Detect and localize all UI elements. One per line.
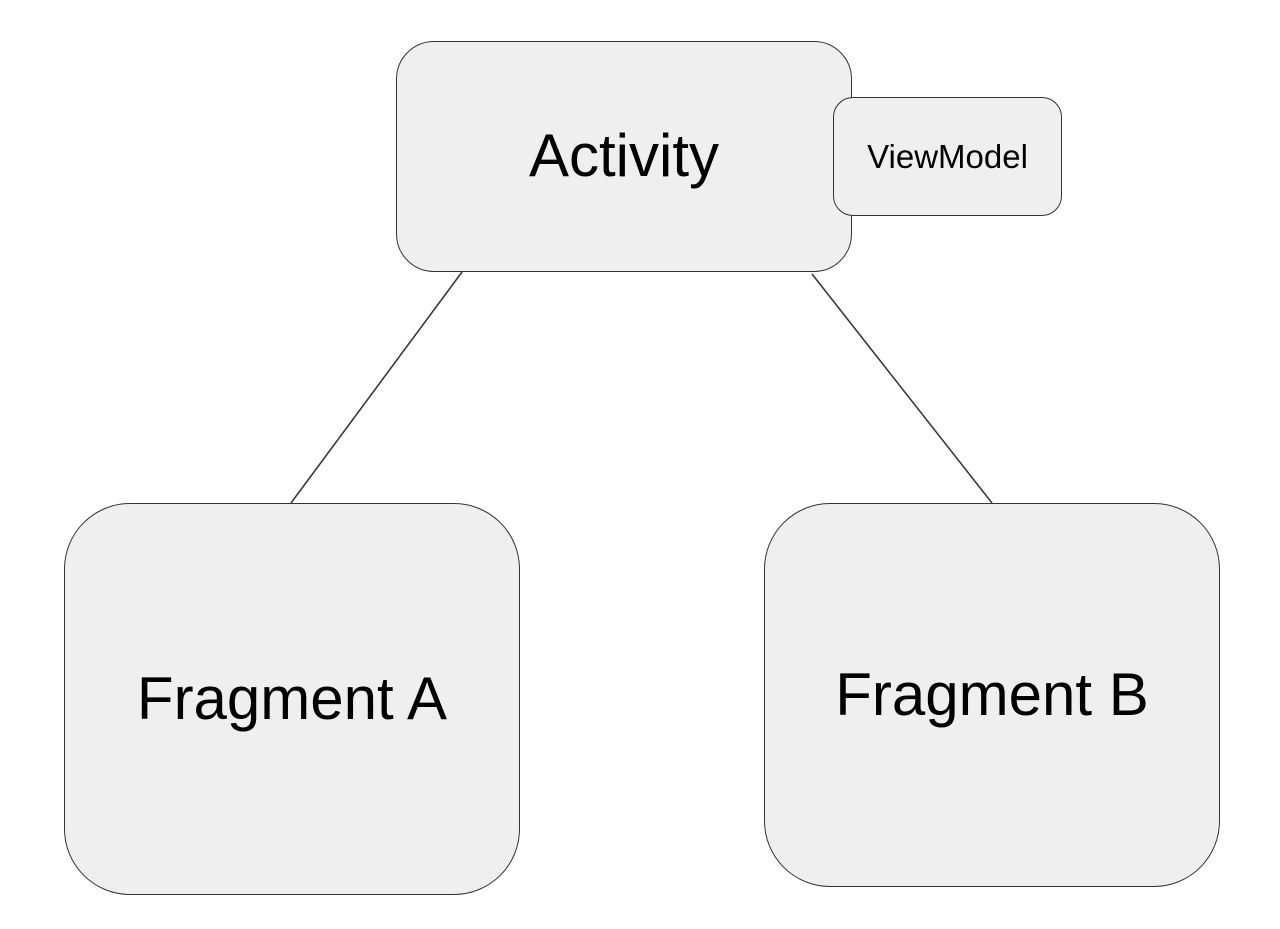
fragment-b-label: Fragment B [835,660,1149,728]
edge-activity-fragment-a [290,271,463,504]
activity-node[interactable]: Activity [396,41,852,272]
edge-activity-fragment-b [811,273,993,504]
fragment-a-node[interactable]: Fragment A [64,503,520,895]
activity-label: Activity [528,122,720,189]
fragment-a-label: Fragment A [136,664,448,732]
viewmodel-node[interactable]: ViewModel [833,97,1062,216]
viewmodel-label: ViewModel [867,137,1028,175]
fragment-b-node[interactable]: Fragment B [764,503,1220,887]
